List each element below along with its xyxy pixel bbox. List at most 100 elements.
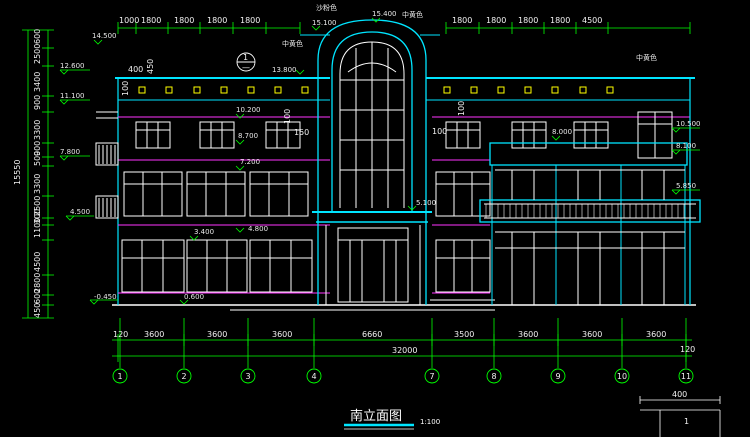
right-windows-row1 <box>445 111 673 159</box>
left-dim-5: 3300 <box>33 120 42 140</box>
note-dim-100-d: 100 <box>457 101 466 116</box>
bottom-dim-1: 3600 <box>144 330 164 339</box>
top-dim-r3: 1800 <box>518 16 538 25</box>
bottom-dimension-labels: 120 3600 3600 3600 6660 3500 3600 3600 3… <box>113 330 695 355</box>
left-dim-14: 600 <box>33 289 42 304</box>
axis-2: 2 <box>181 372 186 381</box>
bottom-dim-5: 3500 <box>454 330 474 339</box>
total-height: 15550 <box>13 160 22 185</box>
axis-8: 8 <box>491 372 496 381</box>
elev-14500: 14.500 <box>92 32 117 40</box>
elev-15400: 15.400 <box>372 10 397 18</box>
axis-4: 4 <box>311 372 316 381</box>
detail-index-symbol <box>236 52 256 72</box>
left-dim-7: 500 <box>33 151 42 166</box>
top-dim-r4: 1800 <box>550 16 570 25</box>
note-material-left: 中黄色 <box>282 39 303 48</box>
top-dim-r2: 1800 <box>486 16 506 25</box>
axis-9: 9 <box>555 372 560 381</box>
elev-8000: 8.000 <box>552 128 572 136</box>
note-material-top: 沙粉色 <box>316 3 337 12</box>
left-windows-row1 <box>135 121 301 149</box>
axis-10: 10 <box>617 372 627 381</box>
left-dim-4: 900 <box>33 95 42 110</box>
building-elevation <box>95 19 701 311</box>
left-windows-row2 <box>123 171 309 217</box>
top-dim-l5: 1800 <box>240 16 260 25</box>
left-dim-2: 2500 <box>33 44 42 64</box>
pavilion-glazing <box>484 169 696 305</box>
axis-1: 1 <box>117 372 122 381</box>
bottom-dim-2: 3600 <box>207 330 227 339</box>
drawing-scale: 1:100 <box>420 418 440 426</box>
bottom-dim-8: 3600 <box>646 330 666 339</box>
drawing-notes: 沙粉色 中黄色 中黄色 中黄色 400 450 100 100 150 100 … <box>121 3 657 137</box>
elev-7800: 7.800 <box>60 148 80 156</box>
elev-4500: 4.500 <box>70 208 90 216</box>
elev-7200: 7.200 <box>240 158 260 166</box>
dimension-lines <box>22 17 700 368</box>
detail-index-number: 1 <box>243 53 248 62</box>
left-wing-outline <box>117 77 330 305</box>
left-balconies <box>95 111 119 219</box>
elev-8700: 8.700 <box>238 132 258 140</box>
axis-bubbles <box>112 368 694 384</box>
elevation-labels: 14.500 12.600 11.100 7.800 4.500 -0.450 … <box>60 10 701 301</box>
note-dim-150: 150 <box>294 128 309 137</box>
elev-13800: 13.800 <box>272 66 297 74</box>
top-dim-l4: 1800 <box>207 16 227 25</box>
bottom-dim-4: 6660 <box>362 330 382 339</box>
total-width: 32000 <box>392 346 417 355</box>
elev-15100: 15.100 <box>312 19 337 27</box>
bottom-dim-7: 3600 <box>582 330 602 339</box>
bottom-dim-3: 3600 <box>272 330 292 339</box>
elev-5100: 5.100 <box>416 199 436 207</box>
left-windows-row3 <box>121 239 313 293</box>
end-offset-right: 120 <box>680 345 695 354</box>
note-dim-100-c: 100 <box>432 127 447 136</box>
elev-5850: 5.850 <box>676 182 696 190</box>
axis-7: 7 <box>429 372 434 381</box>
axis-3: 3 <box>245 372 250 381</box>
left-dim-6: 900 <box>33 141 42 156</box>
parapet-ornaments <box>138 86 614 94</box>
pavilion-balusters <box>485 204 691 218</box>
left-dim-15: 450 <box>33 303 42 318</box>
left-dim-1: 600 <box>33 29 42 44</box>
elev-0600: 0.600 <box>184 293 204 301</box>
top-dim-l3: 1800 <box>174 16 194 25</box>
axis-labels: 1 2 3 4 7 8 9 10 11 <box>117 372 691 381</box>
floor-lines <box>118 116 690 294</box>
top-dim-l1: 1000 <box>119 16 139 25</box>
elev-minus-0450: -0.450 <box>94 293 117 301</box>
left-dim-13: 2800 <box>33 273 42 293</box>
note-dim-100-b: 100 <box>283 109 292 124</box>
left-dim-3: 3400 <box>33 72 42 92</box>
top-dim-r5: 4500 <box>582 16 602 25</box>
top-dim-r1: 1800 <box>452 16 472 25</box>
central-tower <box>300 19 440 305</box>
right-windows-lower <box>435 171 491 293</box>
elev-12600: 12.600 <box>60 62 85 70</box>
detail-index-denominator: — <box>242 63 250 72</box>
note-dim-450: 450 <box>146 59 155 74</box>
left-dim-12: 4500 <box>33 252 42 272</box>
elev-10200: 10.200 <box>236 106 261 114</box>
note-dim-100-a: 100 <box>121 81 130 96</box>
corner-box-dim: 400 <box>672 390 687 399</box>
entrance-door <box>325 225 421 305</box>
left-dim-9: 2500 <box>33 196 42 216</box>
elev-8100: 8.100 <box>676 142 696 150</box>
drawing-title: 南立面图 <box>350 408 402 424</box>
left-dim-8: 3300 <box>33 174 42 194</box>
elev-11100: 11.100 <box>60 92 85 100</box>
left-dimension-labels: 600 2500 3400 900 3300 900 500 3300 2500… <box>13 29 42 318</box>
end-offset-left: 120 <box>113 330 128 339</box>
note-material-right: 中黄色 <box>636 53 657 62</box>
tower-glazing <box>339 41 405 208</box>
top-dim-l2: 1800 <box>141 16 161 25</box>
axis-11: 11 <box>681 372 691 381</box>
elev-4800: 4.800 <box>248 225 268 233</box>
note-dim-400: 400 <box>128 65 143 74</box>
